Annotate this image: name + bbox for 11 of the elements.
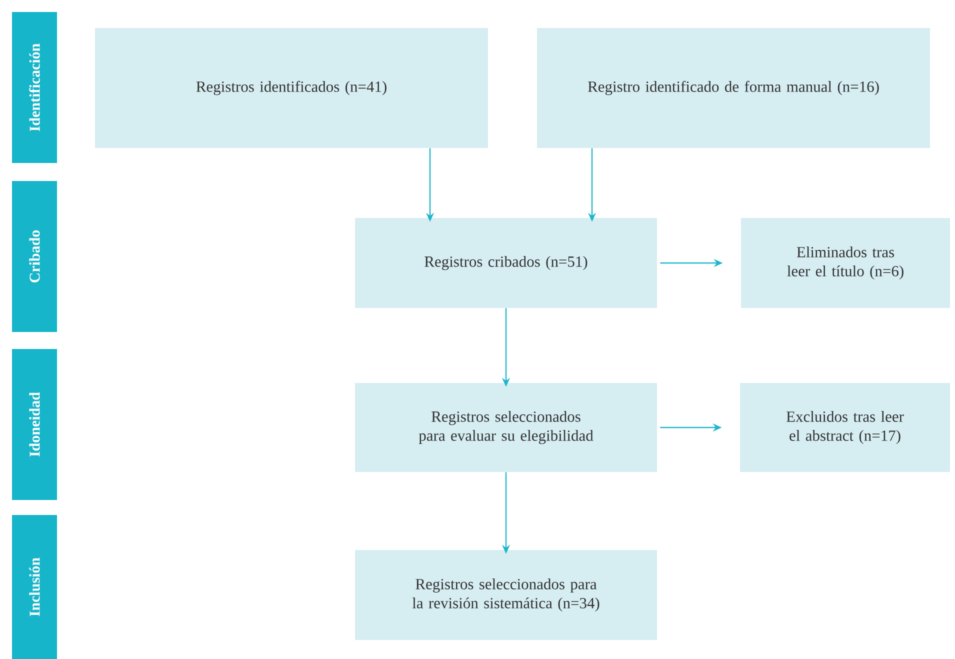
process-box: Registros seleccionados para la revisión sistemática (n=34) — [355, 550, 657, 640]
process-box: Excluidos tras leer el abstract (n=17) — [740, 383, 950, 472]
stage-band: Cribado — [12, 181, 57, 332]
stage-band: Idoneidad — [12, 349, 57, 500]
process-box: Registros identificados (n=41) — [95, 28, 488, 148]
process-box: Registro identificado de forma manual (n=16) — [537, 28, 930, 148]
stage-band: Inclusión — [12, 515, 57, 659]
stage-band: Identificación — [12, 12, 57, 163]
process-box: Eliminados tras leer el título (n=6) — [741, 218, 950, 308]
process-box: Registros seleccionados para evaluar su elegibilidad — [355, 383, 657, 472]
process-box: Registros cribados (n=51) — [355, 218, 657, 308]
